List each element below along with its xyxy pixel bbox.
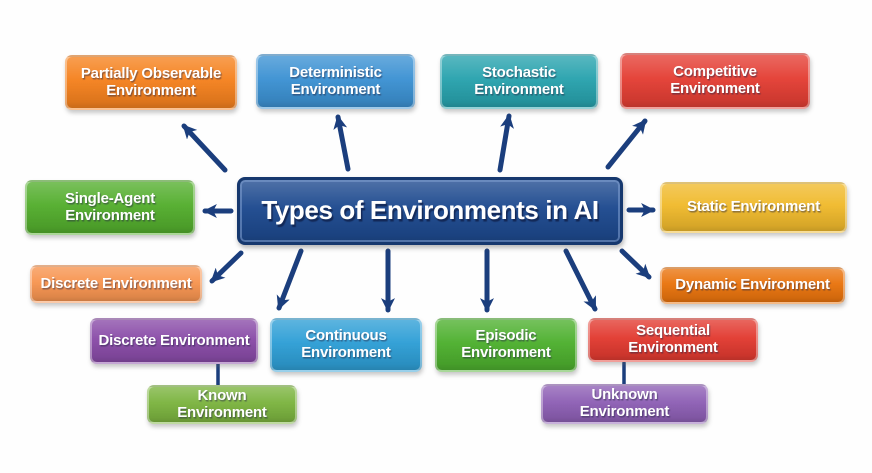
node-label: Sequential Environment — [628, 322, 718, 356]
arrow-center-to-competitive — [605, 118, 648, 170]
arrow-center-to-dynamic — [619, 248, 652, 280]
node-competitive-environment: Competitive Environment — [620, 53, 810, 109]
node-episodic-environment: Episodic Environment — [435, 318, 577, 372]
node-discrete-environment-2: Discrete Environment — [90, 318, 258, 364]
node-label: Stochastic Environment — [474, 63, 564, 98]
arrow-center-to-partially-observable — [181, 123, 228, 173]
node-label: Competitive Environment — [670, 63, 760, 97]
node-label: Known Environment — [177, 386, 267, 421]
node-label: Dynamic Environment — [675, 276, 830, 294]
node-partially-observable-environment: Partially Observable Environment — [65, 55, 237, 110]
node-label: Continuous Environment — [301, 327, 391, 361]
node-label: Discrete Environment — [40, 274, 192, 292]
node-types-of-environments-in-ai: Types of Environments in AI — [237, 177, 623, 245]
node-label: Discrete Environment — [98, 331, 250, 349]
node-label: Unknown Environment — [579, 386, 670, 420]
node-static-environment: Static Environment — [660, 182, 847, 233]
node-sequential-environment: Sequential Environment — [588, 318, 758, 362]
arrow-center-to-stochastic — [497, 113, 514, 173]
node-discrete-environment: Discrete Environment — [30, 265, 202, 303]
node-single-agent-environment: Single-Agent Environment — [25, 180, 195, 235]
node-label: Episodic Environment — [461, 327, 551, 361]
node-label: Deterministic Environment — [289, 63, 382, 98]
arrow-center-to-deterministic — [333, 114, 351, 172]
node-dynamic-environment: Dynamic Environment — [660, 267, 845, 304]
node-known-environment: Known Environment — [147, 385, 297, 424]
node-continuous-environment: Continuous Environment — [270, 318, 422, 372]
node-stochastic-environment: Stochastic Environment — [440, 54, 598, 109]
node-label: Single-Agent Environment — [64, 189, 156, 224]
node-unknown-environment: Unknown Environment — [541, 384, 708, 424]
arrow-center-to-continuous-left — [276, 248, 304, 311]
arrow-center-to-discrete — [209, 250, 244, 284]
arrow-center-to-sequential — [563, 248, 598, 312]
node-deterministic-environment: Deterministic Environment — [256, 54, 415, 109]
diagram-title: Types of Environments in AI — [261, 195, 599, 226]
node-label: Partially Observable Environment — [80, 64, 222, 99]
node-label: Static Environment — [686, 198, 821, 216]
